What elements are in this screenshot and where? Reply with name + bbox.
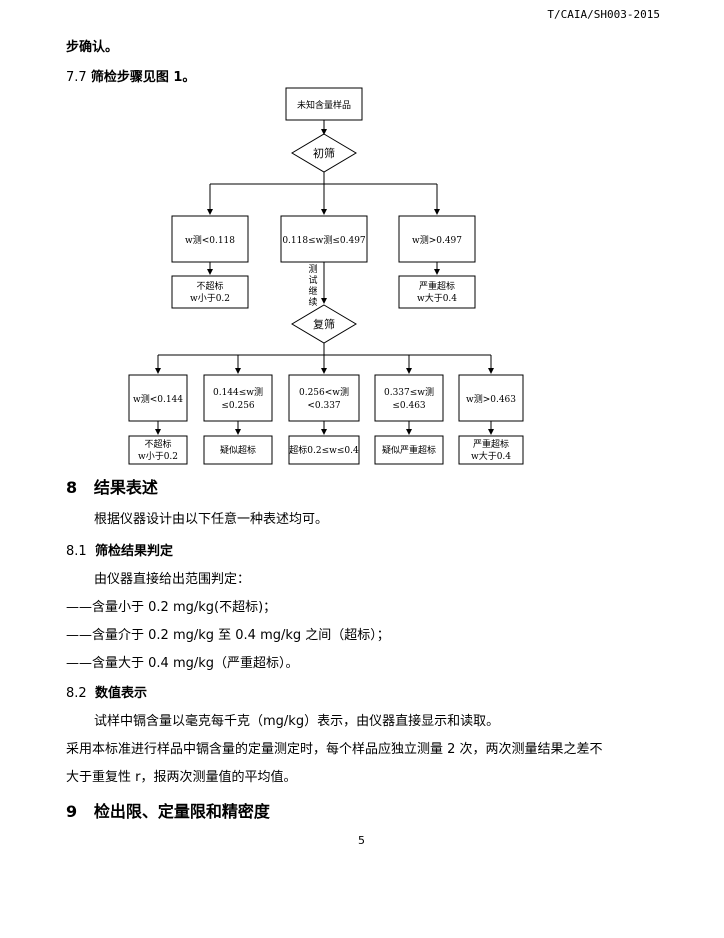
section-8-intro: 根据仪器设计由以下任意一种表述均可。: [94, 512, 329, 527]
second-cond-4-a: 0.337≤w测: [384, 387, 434, 398]
first-cond-2: 0.118≤w测≤0.497: [282, 235, 366, 246]
clause-8-2-heading: 8.2 数值表示: [66, 682, 147, 701]
first-cond-1: w测<0.118: [185, 235, 235, 246]
second-result-box-2: [203, 435, 273, 465]
list-item-1: ——含量小于 0.2 mg/kg(不超标)；: [66, 600, 277, 615]
second-result-5-b: w大于0.4: [471, 450, 511, 462]
clause-title: 筛检结果判定: [94, 544, 173, 559]
second-cond-box-3: [288, 374, 360, 422]
clause-7-7: 7.7 筛检步骤见图 1。: [66, 66, 195, 85]
second-cond-2-a: 0.144≤w测: [213, 387, 263, 398]
screening-flowchart: 未知含量样品 初筛 w测<0.118 0.118≤w测≤0.497 w测>0.4…: [128, 87, 524, 465]
clause-number: 7.7: [66, 70, 87, 85]
second-result-4: 疑似严重超标: [382, 444, 436, 456]
first-result-box-3: [398, 275, 476, 309]
first-result-3-a: 严重超标: [419, 280, 455, 292]
clause-8-1-heading: 8.1 筛检结果判定: [66, 540, 173, 559]
second-result-5-a: 严重超标: [473, 438, 509, 450]
clause-number: 8.2: [66, 686, 87, 701]
initial-screen-label: 初筛: [313, 146, 335, 160]
start-label: 未知含量样品: [297, 99, 351, 111]
second-cond-box-2: [203, 374, 273, 422]
second-cond-2-b: ≤0.256: [221, 401, 255, 411]
clause-8-2-text-3: 大于重复性 r，报两次测量值的平均值。: [66, 770, 297, 785]
second-result-3: 超标0.2≤w≤0.4: [289, 444, 359, 456]
continue-note-4: 续: [308, 296, 317, 308]
second-cond-box-4: [374, 374, 444, 422]
first-result-1-b: w小于0.2: [190, 293, 230, 304]
second-cond-3-b: <0.337: [307, 401, 341, 411]
second-cond-1: w测<0.144: [133, 394, 183, 405]
second-cond-3-a: 0.256<w测: [299, 387, 349, 398]
clause-8-2-text-1: 试样中镉含量以毫克每千克（mg/kg）表示，由仪器直接显示和读取。: [94, 714, 500, 729]
section-number: 8: [66, 478, 78, 497]
first-result-3-b: w大于0.4: [417, 292, 457, 304]
second-result-box-4: [374, 435, 444, 465]
clause-8-2-text-2: 采用本标准进行样品中镉含量的定量测定时，每个样品应独立测量 2 次，两次测量结果…: [66, 742, 603, 757]
continue-note-1: 测: [308, 264, 317, 275]
section-9-heading: 9 检出限、定量限和精密度: [66, 798, 270, 822]
first-result-1-a: 不超标: [196, 280, 223, 292]
clause-text: 筛检步骤见图 1。: [90, 70, 196, 85]
section-title: 结果表述: [93, 478, 158, 497]
second-result-box-3: [288, 435, 360, 465]
first-result-box-1: [171, 275, 249, 309]
list-item-3: ——含量大于 0.4 mg/kg（严重超标）。: [66, 656, 299, 671]
doc-code-header: T/CAIA/SH003-2015: [547, 8, 660, 21]
second-cond-5: w测>0.463: [466, 394, 516, 405]
continuation-text: 步确认。: [66, 40, 119, 55]
clause-8-1-text: 由仪器直接给出范围判定：: [94, 572, 251, 587]
second-result-1-b: w小于0.2: [138, 451, 178, 462]
continue-note-2: 试: [308, 274, 317, 286]
first-cond-3: w测>0.497: [412, 235, 462, 246]
clause-title: 数值表示: [94, 686, 147, 701]
second-result-2: 疑似超标: [220, 444, 256, 456]
page-number: 5: [358, 834, 365, 847]
section-8-heading: 8 结果表述: [66, 474, 158, 498]
second-result-box-5: [458, 435, 524, 465]
continue-note-3: 继: [308, 285, 317, 297]
second-result-1-a: 不超标: [144, 438, 171, 450]
section-number: 9: [66, 802, 78, 821]
clause-number: 8.1: [66, 544, 87, 559]
second-result-box-1: [128, 435, 188, 465]
second-cond-4-b: ≤0.463: [392, 401, 426, 411]
retest-label: 复筛: [313, 317, 335, 331]
list-item-2: ——含量介于 0.2 mg/kg 至 0.4 mg/kg 之间（超标）；: [66, 628, 390, 643]
section-title: 检出限、定量限和精密度: [93, 802, 270, 821]
